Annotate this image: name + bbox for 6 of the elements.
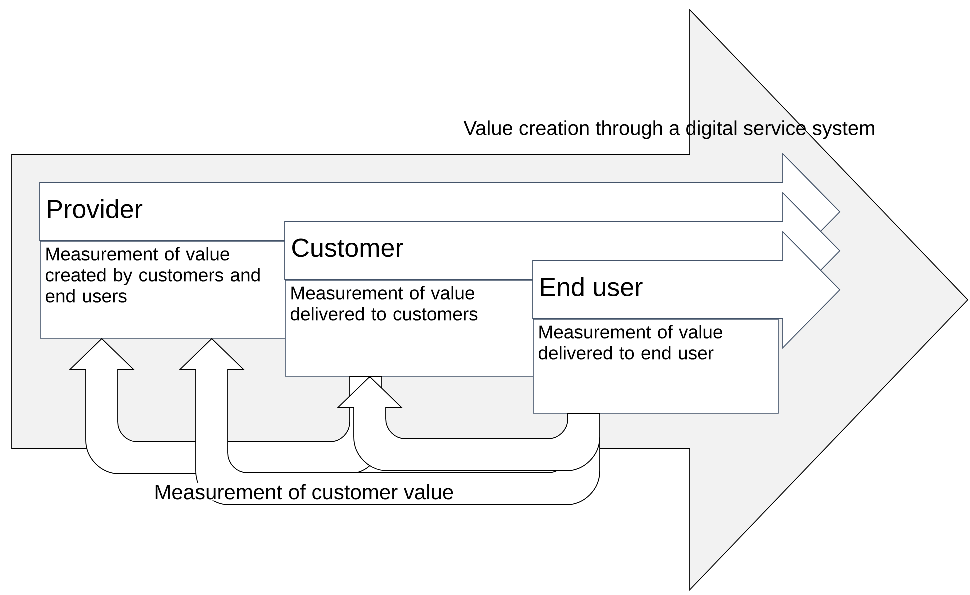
caption-text: Measurement of customer value	[153, 483, 456, 501]
node-label: delivered to end user	[538, 346, 714, 360]
node-label: created by customers and end users	[46, 268, 260, 303]
u-turn-arrow	[338, 376, 600, 472]
node-label: delivered to customers	[290, 307, 478, 321]
stage-box: End user Measurement of value delivered to end user	[532, 230, 841, 414]
